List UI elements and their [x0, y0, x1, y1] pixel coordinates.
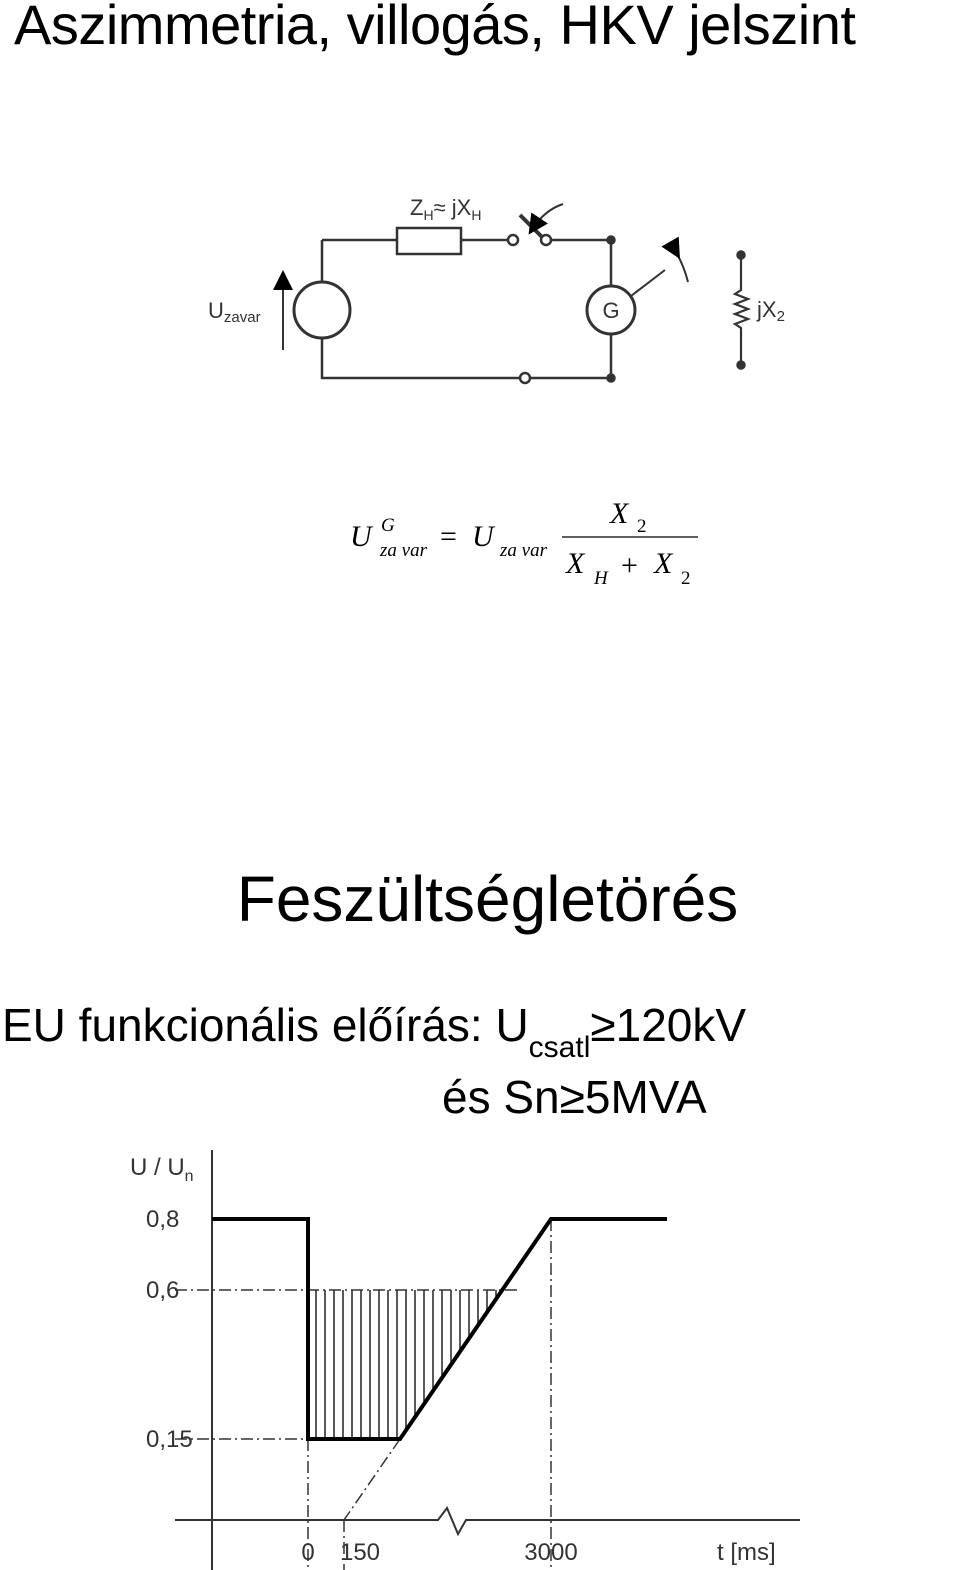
extension-line	[343, 1438, 401, 1521]
generator	[585, 284, 637, 336]
reactance-bottom-terminal	[736, 360, 746, 370]
terminal-bottom	[518, 371, 532, 385]
voltage-source	[292, 280, 352, 340]
formula-lhs-sub: za var	[379, 540, 428, 561]
formula-den-a: X	[565, 547, 586, 580]
voltage-dip-chart: U / Un 0,8 0,6 0,15 0 150 3000 t [ms]	[130, 1150, 800, 1570]
x-axis	[175, 1506, 800, 1537]
switch-contact-right	[539, 233, 553, 247]
wire-top-left	[320, 238, 397, 282]
formula-den-a-sub: H	[593, 568, 609, 589]
generator-label: G	[602, 298, 619, 323]
impedance-label: ZH≈ jXH	[410, 195, 481, 223]
formula-lhs: U	[350, 520, 374, 553]
reactance-label: jX2	[756, 297, 785, 325]
formula-num: X	[609, 497, 630, 530]
ytick-0-8: 0,8	[146, 1206, 179, 1233]
reactance-top-terminal	[736, 250, 746, 260]
circuit-diagram	[273, 203, 752, 385]
formula-den-plus: +	[621, 549, 638, 582]
voltage-curve	[212, 1217, 667, 1441]
requirement-prefix: EU funkcionális előírás: U	[2, 999, 529, 1051]
formula-den-b-sub: 2	[681, 568, 691, 589]
wire-bottom-right	[530, 334, 613, 380]
formula-rhs-sub: za var	[499, 540, 548, 561]
formula-lhs-sup: G	[381, 515, 395, 536]
xtick-0: 0	[301, 1539, 314, 1566]
formula-equals: =	[440, 520, 457, 553]
ytick-0-15: 0,15	[146, 1426, 193, 1453]
switch-arrow	[528, 203, 564, 235]
requirement-sub: csatl	[528, 1031, 591, 1064]
node-top-right	[606, 235, 616, 245]
xtick-3000: 3000	[524, 1539, 577, 1566]
reactance-x2	[731, 255, 752, 365]
switch-contact-left	[506, 233, 520, 247]
page-title: Aszimmetria, villogás, HKV jelszint	[14, 0, 856, 56]
xtick-150: 150	[340, 1539, 380, 1566]
y-axis-label: U / Un	[130, 1154, 194, 1185]
ytick-0-6: 0,6	[146, 1277, 179, 1304]
impedance-zh	[395, 226, 463, 256]
x-axis-label: t [ms]	[717, 1539, 776, 1566]
section-heading: Feszültségletörés	[236, 863, 739, 935]
formula: U G za var = U za var X 2 X H + X 2	[350, 497, 698, 589]
requirement-line-2: és Sn≥5MVA	[442, 1071, 707, 1123]
formula-num-sub: 2	[637, 516, 647, 537]
node-bottom-right	[606, 373, 616, 383]
formula-rhs: U	[472, 520, 496, 553]
generator-arrow-line	[630, 269, 666, 297]
generator-arrow	[661, 236, 689, 283]
requirement-line: EU funkcionális előírás: Ucsatl≥120kV	[2, 998, 746, 1065]
requirement-suffix: ≥120kV	[590, 999, 747, 1051]
hatched-region	[315, 1290, 497, 1439]
wire-top-right	[551, 238, 613, 286]
source-label: Uzavar	[208, 298, 261, 326]
formula-den-b: X	[653, 547, 674, 580]
wire-left-bottom	[320, 338, 520, 380]
